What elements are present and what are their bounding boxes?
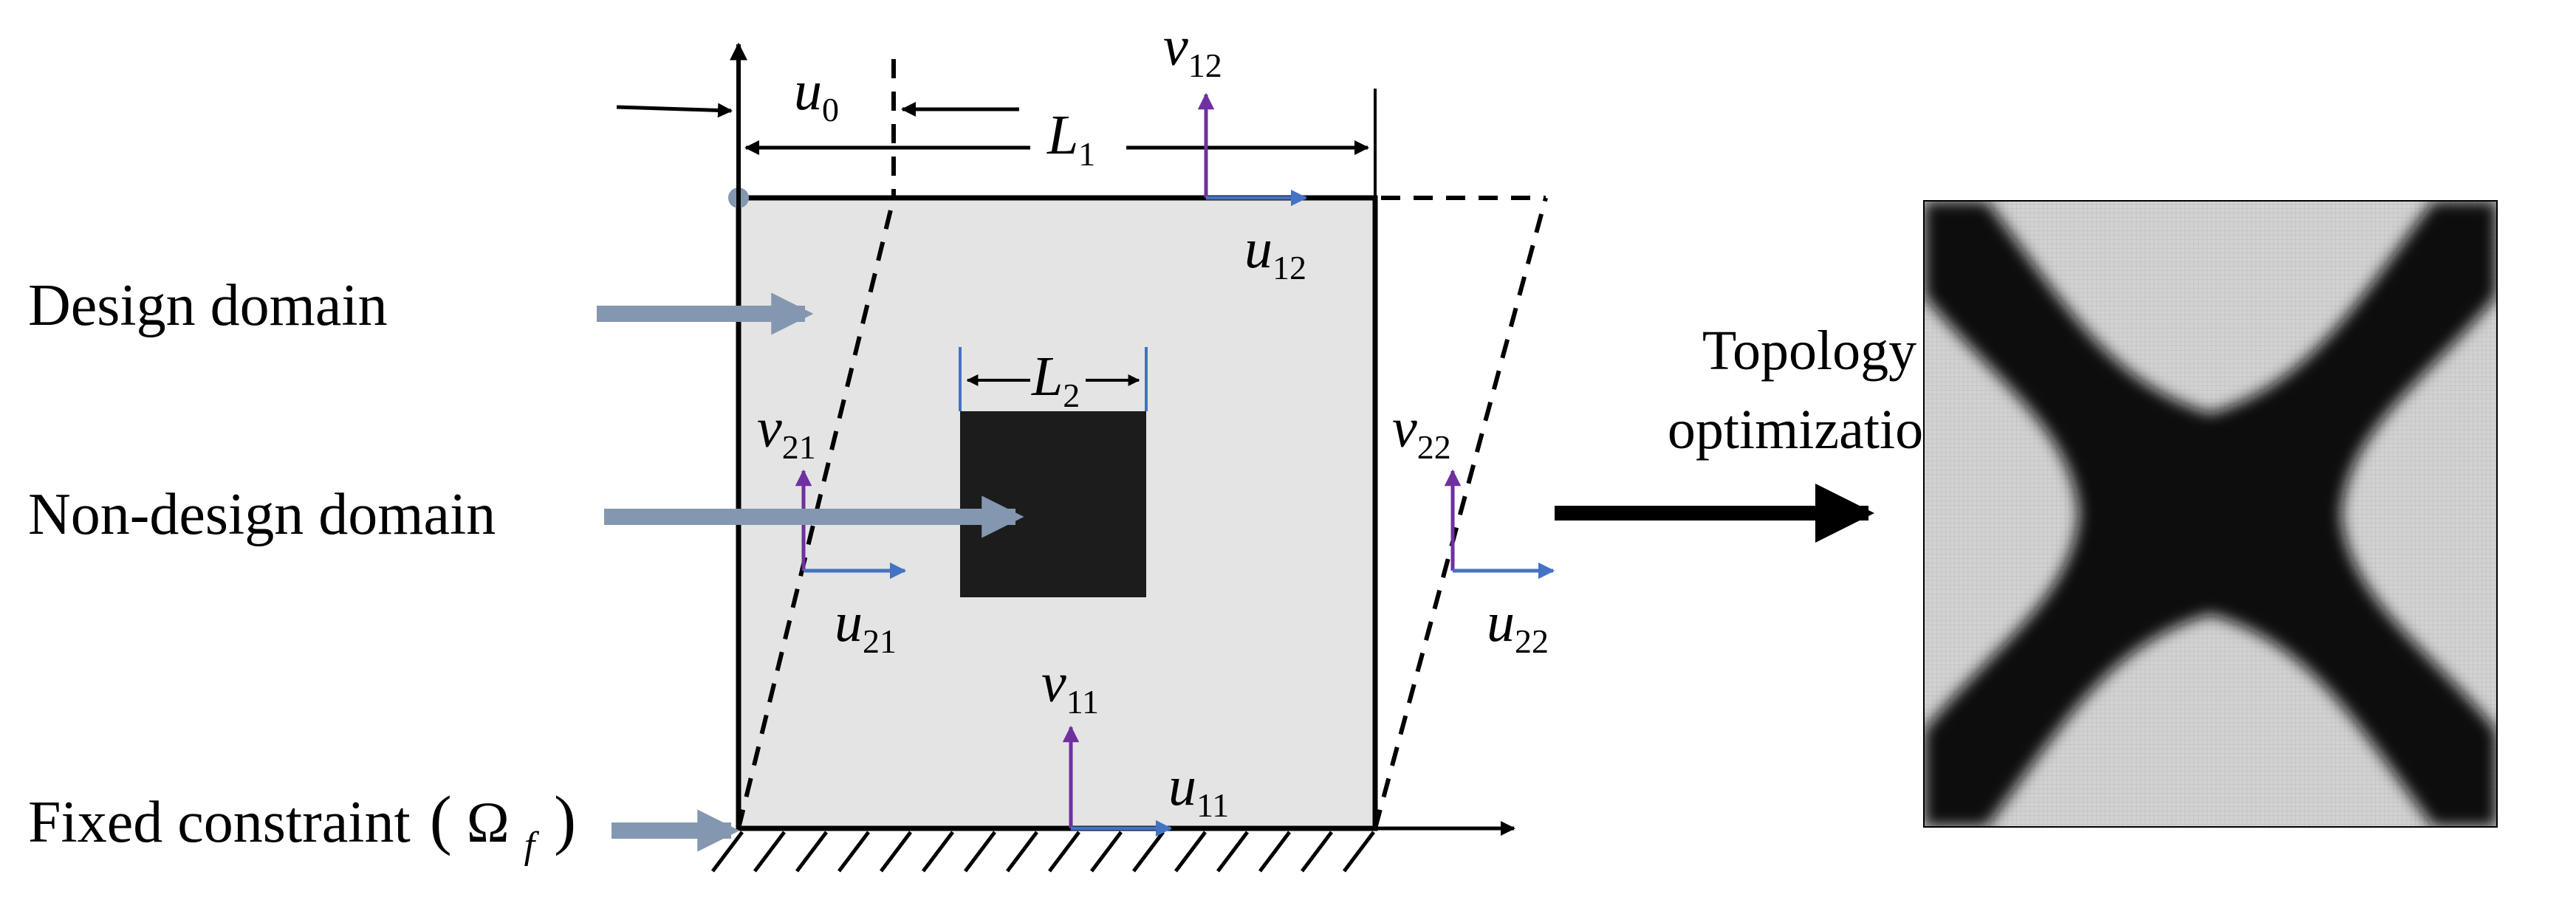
label-u12: u12 xyxy=(1244,218,1306,286)
ground-hatch xyxy=(711,821,1515,873)
label-L1: L1 xyxy=(1046,104,1095,173)
label-u11: u11 xyxy=(1168,755,1229,824)
label-L2: L2 xyxy=(1031,346,1080,414)
node-11-arrows xyxy=(1062,725,1173,837)
label-u22: u22 xyxy=(1487,591,1549,660)
optimized-topology-result xyxy=(1924,201,2497,827)
node-22-arrows xyxy=(1444,469,1555,580)
non-design-domain-label: Non-design domain xyxy=(28,482,496,547)
fixed-constraint-text: Fixed constraint xyxy=(28,790,411,855)
l2-dimension xyxy=(959,347,1148,411)
result-material xyxy=(1924,201,2497,827)
result-frame xyxy=(1923,200,2498,828)
label-v12: v12 xyxy=(1163,16,1222,84)
label-v11: v11 xyxy=(1041,652,1099,721)
fixed-constraint-paren-close: ) xyxy=(554,783,576,856)
label-u0: u0 xyxy=(794,60,839,128)
process-label-line1: Topology xyxy=(1702,320,1916,382)
label-v22: v22 xyxy=(1392,397,1451,466)
node-12-arrows xyxy=(1197,92,1308,207)
label-v21: v21 xyxy=(757,397,816,466)
omega-symbol: Ω xyxy=(467,790,510,854)
pointer-arrows xyxy=(597,292,1024,852)
fixed-constraint-paren-open: ( xyxy=(430,783,452,856)
u0-dimension xyxy=(616,102,1019,118)
non-design-inclusion xyxy=(960,411,1146,597)
design-domain-label: Design domain xyxy=(28,273,388,338)
omega-subscript: f xyxy=(524,825,540,867)
process-label-line2: optimization xyxy=(1668,399,1951,461)
fixed-constraint-label: Fixed constraint ( Ω f ) xyxy=(28,783,576,871)
label-u21: u21 xyxy=(835,591,897,660)
